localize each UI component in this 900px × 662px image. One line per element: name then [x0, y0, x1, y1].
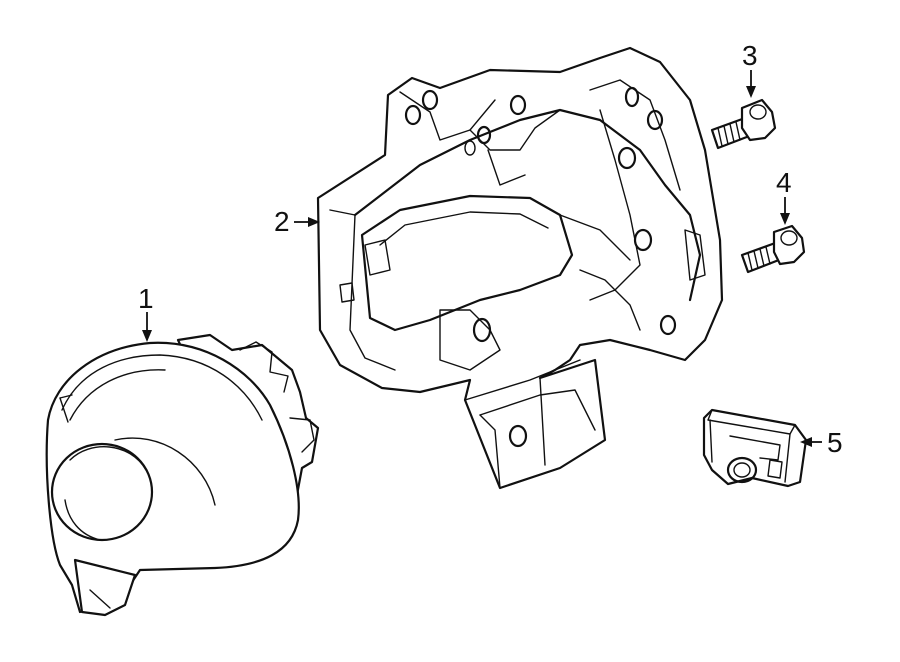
callout-4: 4 [776, 167, 792, 225]
callout-2: 2 [274, 206, 320, 237]
callout-1-arrowhead [142, 330, 152, 342]
callout-3-arrowhead [746, 86, 756, 98]
fog-lamp-part[interactable] [45, 333, 320, 617]
bolt-part-4[interactable] [740, 224, 806, 274]
callout-1: 1 [138, 283, 154, 342]
callout-2-arrowhead [308, 217, 320, 227]
callout-2-label: 2 [274, 206, 290, 237]
callout-3-label: 3 [742, 40, 758, 71]
bolt-part-3[interactable] [710, 98, 777, 150]
callout-5-arrowhead [800, 437, 812, 447]
callout-5: 5 [800, 427, 843, 458]
callout-5-label: 5 [827, 427, 843, 458]
callout-1-label: 1 [138, 283, 154, 314]
mounting-bracket-part[interactable] [316, 46, 724, 490]
callout-4-arrowhead [780, 213, 790, 225]
callout-3: 3 [742, 40, 758, 98]
callout-4-label: 4 [776, 167, 792, 198]
connector-part-5[interactable] [702, 408, 808, 488]
